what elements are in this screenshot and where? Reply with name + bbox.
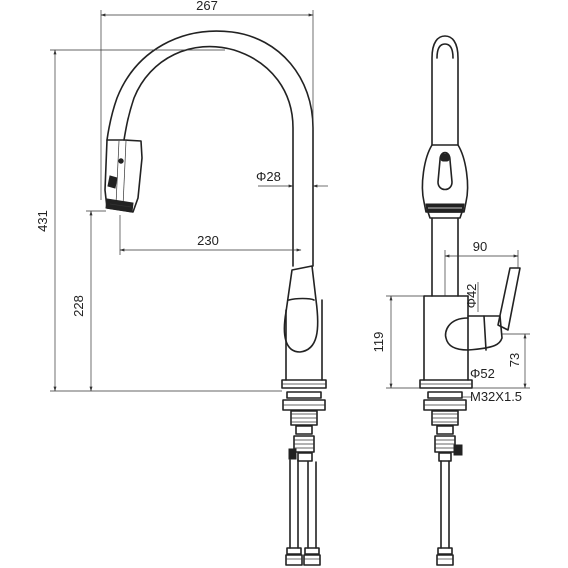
label-spout-diameter: Φ28: [256, 169, 281, 184]
dimension-body-diameter: Φ42: [464, 282, 479, 312]
dimension-spout-clearance: 228: [71, 210, 106, 392]
front-view: 267 431 228 230 Φ28: [35, 0, 328, 566]
side-body: [419, 267, 521, 389]
dimension-spout-reach: 230: [119, 215, 302, 255]
dimension-mount-thread: M32X1.5: [462, 389, 522, 404]
label-overall-width: 267: [196, 0, 218, 13]
side-mounting-hardware: [423, 391, 467, 462]
label-body-diameter: Φ42: [464, 284, 479, 309]
label-handle-height: 73: [507, 353, 522, 367]
spray-head: [104, 139, 143, 213]
dimension-overall-width: 267: [100, 0, 314, 200]
side-supply-hoses: [436, 460, 454, 566]
dimension-handle-reach: 90: [444, 239, 519, 296]
label-overall-height: 431: [35, 210, 50, 232]
front-mounting-hardware: [282, 391, 326, 462]
dimension-handle-height: 73: [472, 333, 530, 389]
side-view: 90 Φ42 119 73 Φ52 M32X1.5: [371, 35, 530, 566]
dimension-spout-diameter: Φ28: [256, 169, 328, 188]
dimension-body-height: 119: [371, 295, 424, 389]
side-spray-head: [421, 144, 469, 219]
label-mount-thread: M32X1.5: [470, 389, 522, 404]
front-body: [281, 299, 327, 389]
label-spout-clearance: 228: [71, 295, 86, 317]
label-spout-reach: 230: [197, 233, 219, 248]
label-body-height: 119: [371, 332, 386, 353]
label-handle-reach: 90: [473, 239, 487, 254]
spout-gooseneck: [106, 30, 314, 267]
label-base-diameter: Φ52: [470, 366, 495, 381]
front-handle: [283, 265, 319, 353]
dimension-base-diameter: Φ52: [470, 366, 495, 381]
front-supply-hoses: [285, 459, 321, 566]
dimension-overall-height: 431: [35, 49, 282, 392]
